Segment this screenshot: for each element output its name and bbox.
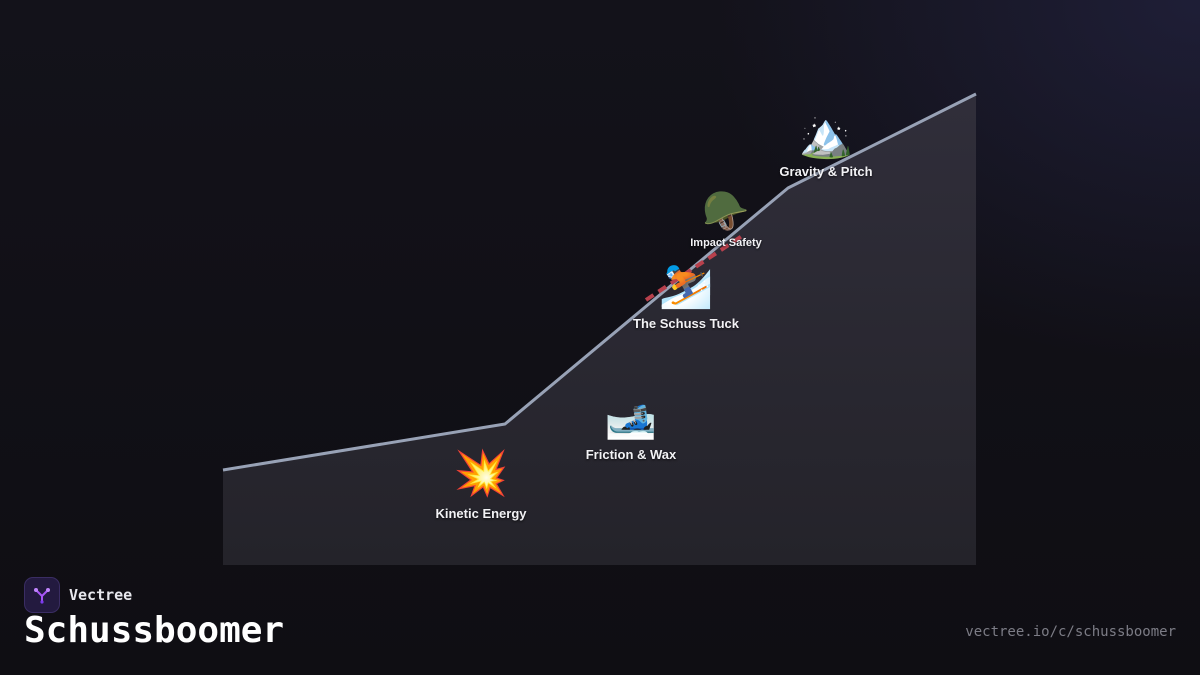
node-kinetic-energy[interactable]: 💥 Kinetic Energy	[435, 448, 527, 522]
brand-name: Vectree	[69, 586, 133, 604]
source-url[interactable]: vectree.io/c/schussboomer	[965, 624, 1176, 640]
node-label: The Schuss Tuck	[633, 316, 739, 331]
node-impact-safety[interactable]: 🪖 Impact Safety	[690, 192, 762, 249]
brand[interactable]: Vectree	[24, 577, 132, 613]
node-label: Friction & Wax	[585, 447, 677, 462]
collision-icon: 💥	[453, 448, 509, 499]
slope-area	[223, 94, 976, 565]
vectree-tree-icon	[24, 577, 60, 613]
node-friction-wax[interactable]: 🎿 Friction & Wax	[585, 392, 677, 463]
slope-ridge-line	[222, 92, 977, 472]
node-schuss-tuck[interactable]: ⛷️ The Schuss Tuck	[633, 260, 739, 332]
node-gravity-pitch[interactable]: 🏔️ Gravity & Pitch	[779, 110, 873, 180]
dashed-connector	[644, 234, 744, 302]
skier-icon: ⛷️	[658, 260, 714, 311]
node-label: Gravity & Pitch	[779, 164, 873, 179]
page-title: Schussboomer	[24, 610, 285, 651]
ski-boot-icon: 🎿	[604, 392, 658, 441]
helmet-icon: 🪖	[702, 189, 750, 233]
mountain-icon: 🏔️	[798, 110, 854, 161]
node-label: Impact Safety	[690, 237, 762, 249]
node-label: Kinetic Energy	[435, 506, 527, 521]
